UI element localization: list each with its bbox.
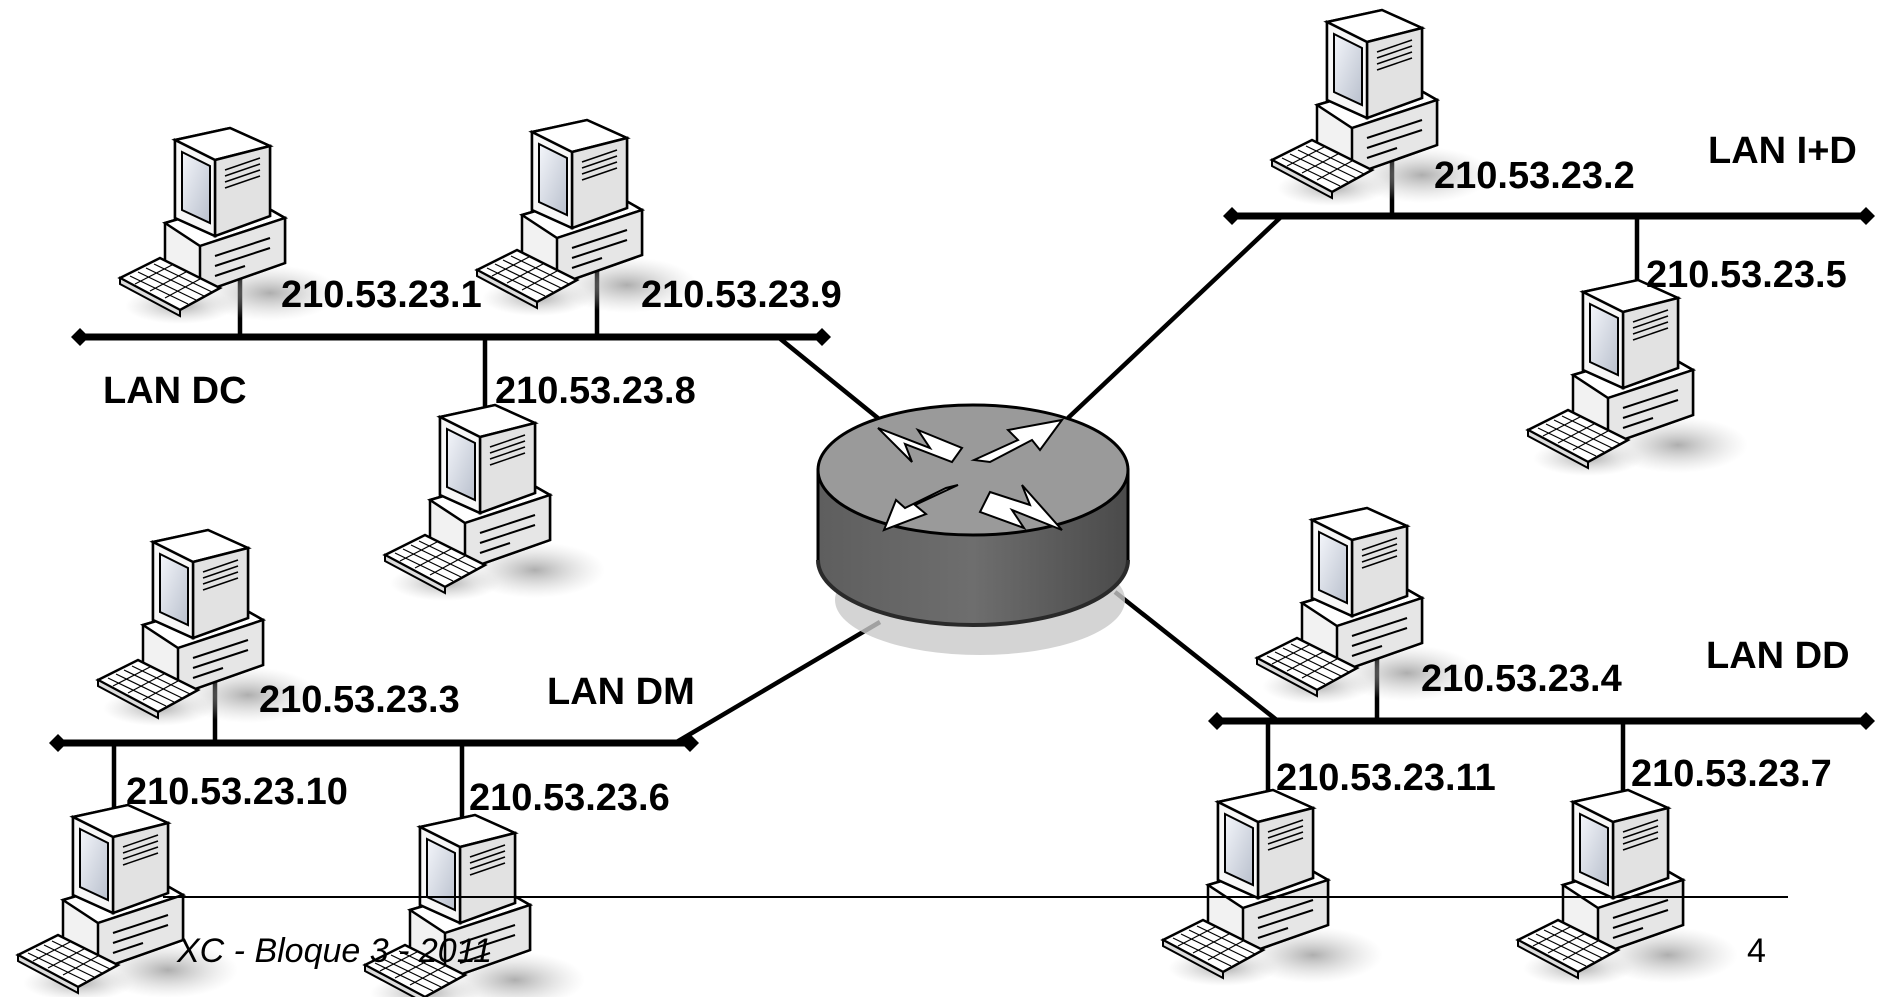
host-ip-label: 210.53.23.3: [259, 679, 460, 721]
lan-id-end-left: [1223, 207, 1241, 225]
footer-text: XC - Bloque 3 - 2011: [176, 932, 492, 970]
computer-icon: [1161, 788, 1385, 988]
lan-dd-end-left: [1208, 712, 1226, 730]
computer-icon: [1526, 278, 1750, 478]
lan-dc-end-right: [813, 328, 831, 346]
lan-dc-end-left: [71, 328, 89, 346]
host-ip-label: 210.53.23.9: [641, 274, 842, 316]
lan-label: LAN DC: [103, 370, 247, 412]
host-ip-label: 210.53.23.7: [1631, 753, 1832, 795]
lan-id: 210.53.23.2 210.53.23.5 LAN I+D: [1223, 8, 1875, 478]
page-number: 4: [1747, 932, 1766, 970]
host-ip-label: 210.53.23.1: [281, 274, 482, 316]
lan-dd: 210.53.23.4 210.53.23.11 210.53.23.7 LAN…: [1161, 506, 1875, 988]
host-ip-label: 210.53.23.2: [1434, 155, 1635, 197]
lan-dc: 210.53.23.1 210.53.23.9 210.53.23.8 LAN …: [71, 118, 842, 603]
host-ip-label: 210.53.23.10: [126, 771, 348, 813]
host-ip-label: 210.53.23.8: [495, 370, 696, 412]
host-ip-label: 210.53.23.5: [1646, 254, 1847, 296]
computer-icon: [1516, 788, 1740, 988]
host-ip-label: 210.53.23.11: [1276, 757, 1496, 799]
host-ip-label: 210.53.23.4: [1421, 658, 1622, 700]
router-icon: [816, 403, 1130, 655]
lan-label: LAN I+D: [1708, 130, 1857, 172]
lan-dd-end-right: [1857, 712, 1875, 730]
lan-dm: 210.53.23.3 210.53.23.10 210.53.23.6 LAN…: [16, 528, 699, 997]
lan-label: LAN DM: [547, 671, 695, 713]
lan-label: LAN DD: [1706, 635, 1850, 677]
computer-icon: [383, 403, 607, 603]
host-ip-label: 210.53.23.6: [469, 777, 670, 819]
lan-dm-end-left: [49, 734, 67, 752]
lan-id-end-right: [1857, 207, 1875, 225]
